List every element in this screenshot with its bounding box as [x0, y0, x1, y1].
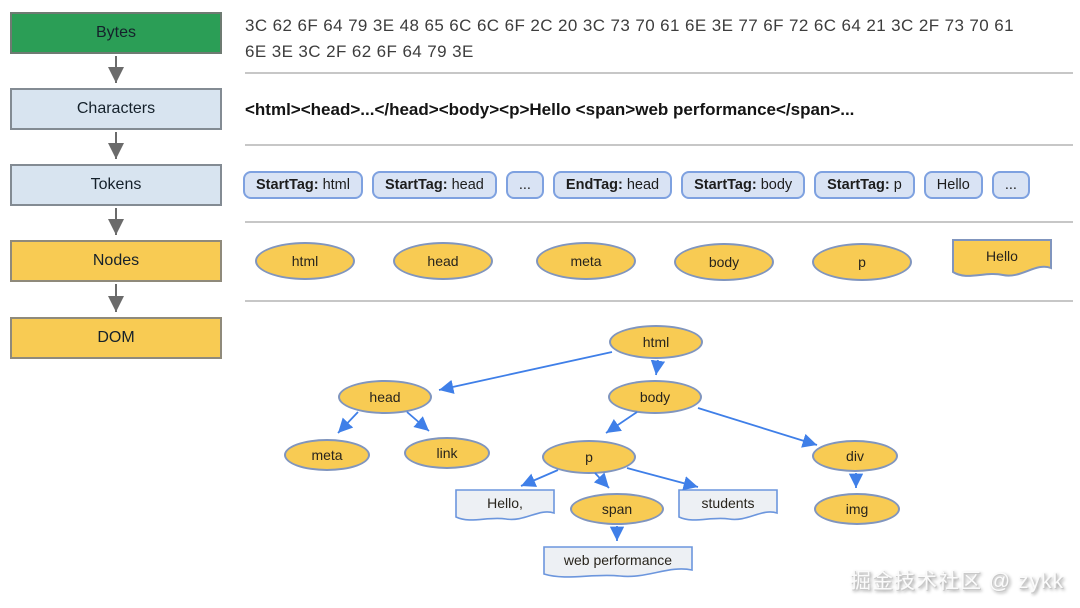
- tree-node-html: html: [609, 325, 703, 359]
- stage-dom-label: DOM: [97, 329, 135, 346]
- token-ellipsis: ...: [991, 171, 1030, 199]
- row-divider: [245, 300, 1073, 302]
- stage-dom: DOM: [10, 317, 222, 359]
- stage-bytes: Bytes: [10, 12, 222, 54]
- node-body: body: [674, 243, 774, 281]
- token-starttag-p: StartTag:p: [814, 171, 915, 199]
- tree-node-link: link: [404, 437, 490, 469]
- token-ellipsis: ...: [505, 171, 544, 199]
- token-text-hello: Hello: [923, 171, 983, 199]
- stage-bytes-label: Bytes: [95, 24, 136, 41]
- stage-nodes-label: Nodes: [92, 252, 140, 269]
- tree-node-div: div: [812, 440, 898, 472]
- tree-node-students-text: students: [678, 489, 778, 523]
- row-divider: [245, 221, 1073, 223]
- node-hello-document: Hello: [952, 239, 1052, 280]
- document-shape: [543, 546, 693, 578]
- node-meta: meta: [536, 242, 636, 280]
- stage-characters-label: Characters: [76, 100, 156, 117]
- stage-tokens-label: Tokens: [90, 176, 142, 193]
- row-divider: [245, 72, 1073, 74]
- tokens-row: StartTag:html StartTag:head ... EndTag:h…: [243, 171, 1030, 199]
- token-starttag-html: StartTag:html: [243, 171, 363, 199]
- document-shape: [678, 489, 778, 521]
- tree-node-head: head: [338, 380, 432, 414]
- tree-node-body: body: [608, 380, 702, 414]
- document-shape: [455, 489, 555, 521]
- row-divider: [245, 144, 1073, 146]
- node-p: p: [812, 243, 912, 281]
- tree-node-span: span: [570, 493, 664, 525]
- tree-node-p: p: [542, 440, 636, 474]
- token-starttag-head: StartTag:head: [371, 171, 497, 199]
- token-endtag-head: EndTag:head: [552, 171, 673, 199]
- token-starttag-body: StartTag:body: [681, 171, 806, 199]
- bytes-hex-text: 3C 62 6F 64 79 3E 48 65 6C 6C 6F 2C 20 3…: [245, 16, 1014, 62]
- stage-nodes: Nodes: [10, 240, 222, 282]
- characters-markup-text: <html><head>...</head><body><p>Hello <sp…: [245, 100, 855, 119]
- watermark: 掘金技术社区 @ zykk: [850, 570, 1064, 593]
- tree-node-img: img: [814, 493, 900, 525]
- node-html: html: [255, 242, 355, 280]
- tree-node-meta: meta: [284, 439, 370, 471]
- document-shape: [952, 239, 1052, 277]
- tree-node-web-performance-text: web performance: [543, 546, 693, 580]
- stage-tokens: Tokens: [10, 164, 222, 206]
- node-head: head: [393, 242, 493, 280]
- stage-characters: Characters: [10, 88, 222, 130]
- tree-node-hello-text: Hello,: [455, 489, 555, 523]
